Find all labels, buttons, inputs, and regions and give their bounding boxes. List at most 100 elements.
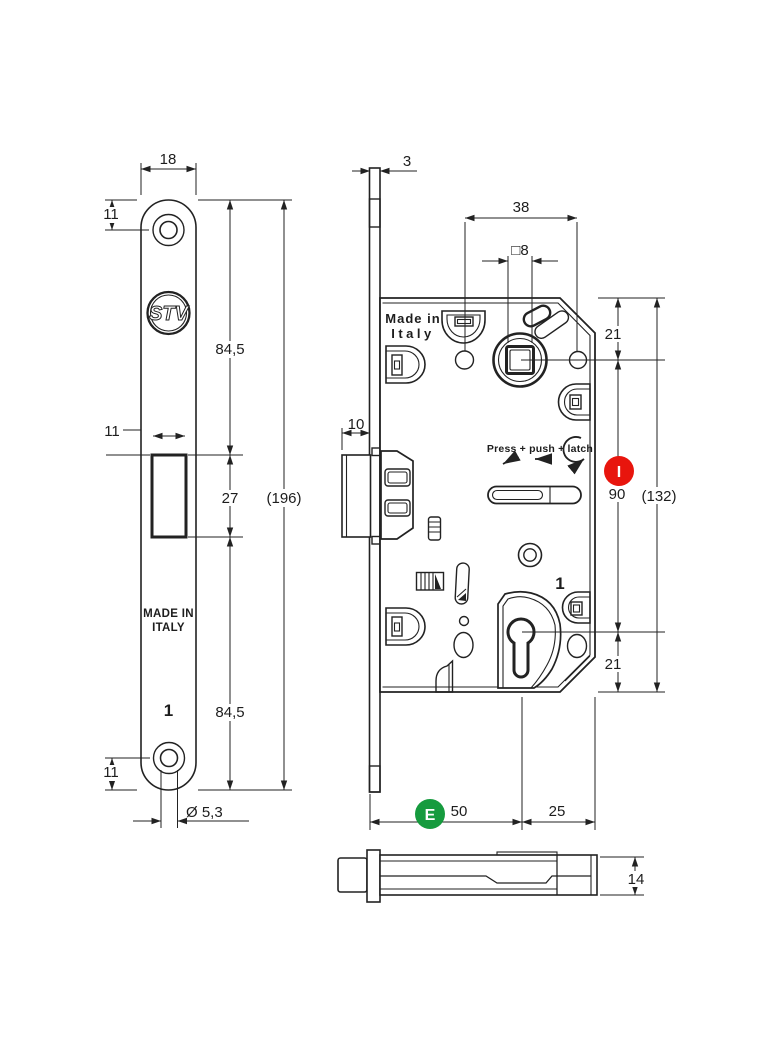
latch-window [150,453,188,539]
dim-latch-throw-10: 10 [348,416,365,433]
dim-thickness-14: 14 [628,871,645,888]
halo [219,490,242,506]
boss-top-right [557,383,591,421]
dim-overall-height-132: (132) [641,488,676,505]
top-screw-hole [159,220,178,240]
dim-top-margin-21: 21 [605,326,622,343]
boss-bottom-left-slot [391,616,403,637]
small-spring [427,516,442,541]
dim-ext-hole-spacing [464,222,578,352]
exterior-badge-label: E [425,807,436,824]
latch-window-upper [384,468,411,487]
boss-mid-right [561,591,591,624]
chamfer-seam-line [564,655,591,682]
press-arrow-icon [502,450,521,465]
dim-window-width-11: 11 [104,423,120,440]
slider-spring [415,571,445,591]
foot-bracket [435,659,454,693]
teardrop-lever [454,562,470,605]
faceplate-edge-profile [366,849,381,903]
stv-logo-text: STV [149,303,190,325]
case-made-in-line2: Italy [391,326,435,341]
teardrop-wedge [458,593,466,601]
pivot-ring-inner [523,548,537,562]
halo [214,341,246,358]
case-edge-profile [379,854,598,896]
boss-top-right-slot [569,394,582,410]
case-edge-inner-lines [380,860,557,890]
faceplate-dimensions: 18 11 84,5 27 84,5 (196) 11 11 Ø 5,3 [101,151,306,828]
top-screw-hole-countersink [152,213,185,247]
case-dimensions: 3 38 □8 21 I 90 (132) 21 10 E 50 25 [341,153,682,830]
small-spring-coils [429,521,440,533]
interior-badge-label: I [617,464,621,481]
halo [262,489,306,507]
boss-top-left-pin [393,360,401,370]
slider-spring-coils [420,573,434,590]
halo [636,487,682,504]
exterior-badge [415,799,445,829]
dim-bottom-hole-11: 11 [103,764,119,781]
dim-width-18: 18 [160,151,177,168]
boss-mid-right-slot [570,601,583,616]
case-made-in-line1: Made in [385,311,440,326]
halo [101,765,122,781]
dim-ext-spindle [507,256,533,343]
halo [102,424,123,439]
dim-spindle-square-8: □8 [511,242,528,259]
bottom-screw-hole [159,748,179,768]
boss-top-left [385,345,426,384]
boss-mid-right-pin [572,604,581,613]
oval-hole-right [566,633,588,659]
dim-rear-depth-25: 25 [549,803,566,820]
boss-bottom-left [385,607,426,646]
instruction-text: Press + push + latch [487,443,593,455]
latch-rotate-arrow-icon [562,436,585,475]
faceplate-front-view: STV MADE IN ITALY 1 [140,199,197,791]
top-housing-slot-inner [456,318,472,325]
edge-view: 14 [337,849,647,903]
dim-top-hole-11: 11 [103,206,119,223]
halo [603,326,624,342]
dim-backset-50: 50 [451,803,468,820]
lock-case-view: Made in Italy Pr [341,167,596,793]
pivot-ring-outer [517,542,543,568]
latch-bolt-edge [337,857,368,893]
latch-window-lower [384,499,411,517]
lever-arm [491,489,544,501]
boss-mid-right-inner [568,596,591,619]
halo [101,207,122,223]
stv-logo-ring-inner [149,294,188,332]
dim-centers-90: 90 [609,486,626,503]
latch-mechanism-body [380,450,414,540]
oval-hole-left [453,631,474,659]
case-edge-lip [496,851,558,856]
boss-top-right-inner [563,388,591,416]
faceplate-edge-bottom-insert [368,765,381,793]
halo [213,704,247,721]
dim-lower-84-5: 84,5 [215,704,244,721]
pin-hole [458,615,470,627]
made-in-text-line1: MADE IN [143,608,194,620]
boss-bottom-left-pin [393,622,401,632]
bottom-screw-hole-countersink [152,741,186,775]
halo [605,486,630,502]
spring-end-slot [522,304,552,328]
dim-plate-thickness-3: 3 [403,153,411,170]
dim-overall-196: (196) [266,490,301,507]
dim-bottom-margin-21: 21 [605,656,622,673]
halo [603,656,624,672]
boss-top-left-slot [391,354,403,376]
top-housing-slot [454,316,474,327]
cylinder-guard-inner [502,596,556,689]
latch-window-upper-inner [387,471,408,484]
dim-ext-heights [521,297,665,693]
faceplate-edge-top-insert [368,198,381,228]
boss-top-right-pin [571,397,580,407]
lever-slot [487,485,582,505]
dim-window-27: 27 [222,490,239,507]
halo [624,871,647,887]
curved-slot [534,310,570,339]
